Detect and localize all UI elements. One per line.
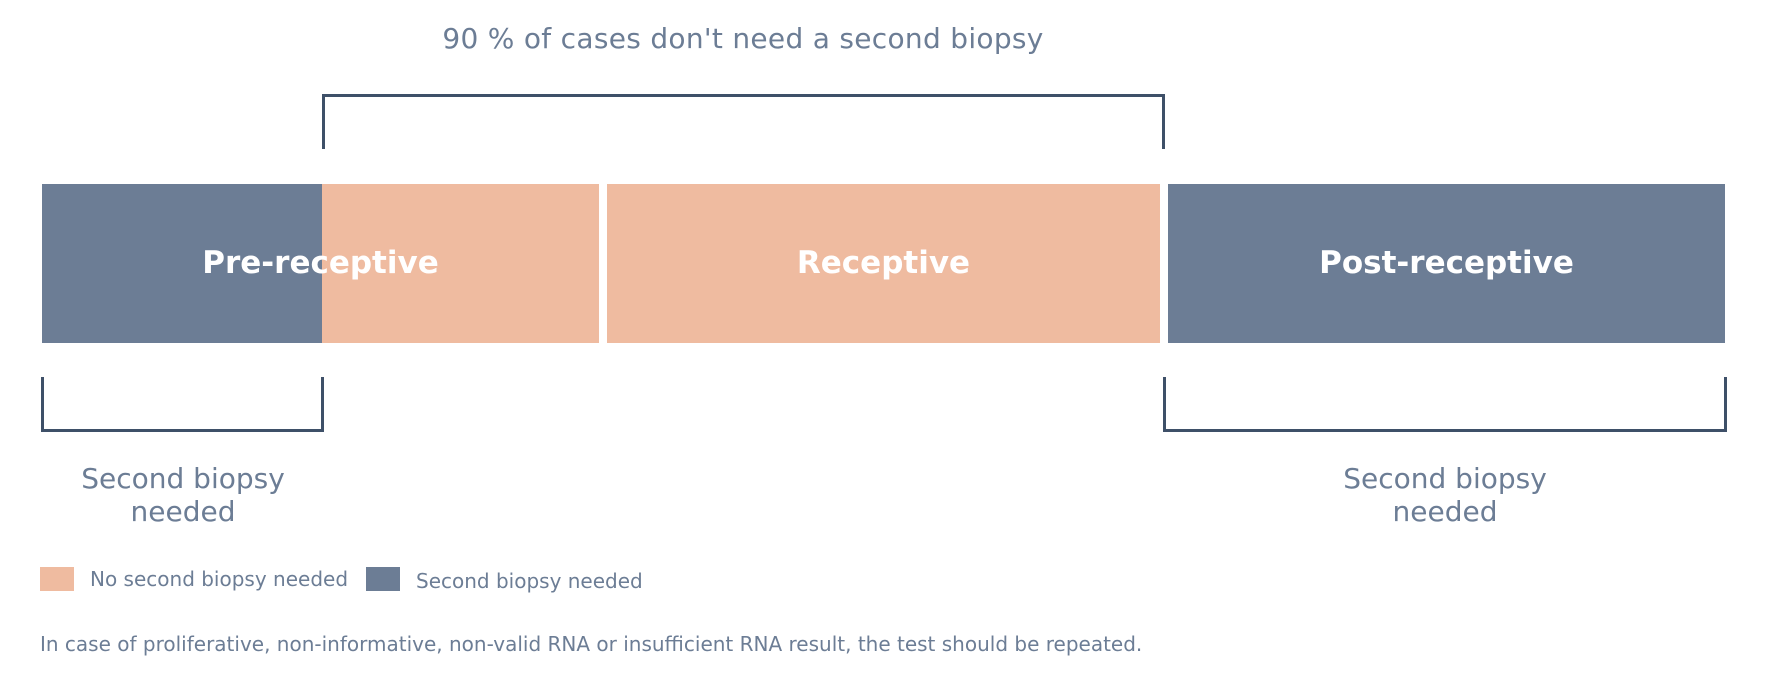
- right-second-biopsy-line2: needed: [1392, 495, 1498, 528]
- top-bracket: [322, 94, 1165, 149]
- left-second-biopsy-line1: Second biopsy: [81, 462, 285, 495]
- legend-swatch-no-biopsy: [40, 567, 74, 591]
- left-second-biopsy-line2: needed: [130, 495, 236, 528]
- right-second-biopsy-label: Second biopsy needed: [1163, 462, 1727, 528]
- right-second-biopsy-line1: Second biopsy: [1343, 462, 1547, 495]
- diagram-title: 90 % of cases don't need a second biopsy: [442, 22, 1044, 55]
- right-bracket: [1163, 377, 1727, 432]
- pre-receptive-label: Pre-receptive: [202, 245, 439, 281]
- receptive-label: Receptive: [796, 245, 971, 281]
- legend-swatch-second-biopsy: [366, 567, 400, 591]
- legend-label-no-biopsy: No second biopsy needed: [90, 567, 349, 591]
- pre-receptive-second-biopsy-segment: [42, 184, 322, 343]
- left-bracket: [41, 377, 324, 432]
- post-receptive-label: Post-receptive: [1319, 245, 1574, 281]
- left-second-biopsy-label: Second biopsy needed: [42, 462, 324, 528]
- legend-label-second-biopsy: Second biopsy needed: [416, 569, 643, 593]
- receptive-segment: [607, 184, 1160, 343]
- post-receptive-segment: [1168, 184, 1725, 343]
- footnote: In case of proliferative, non-informativ…: [40, 632, 1143, 656]
- pre-receptive-no-biopsy-segment: [322, 184, 599, 343]
